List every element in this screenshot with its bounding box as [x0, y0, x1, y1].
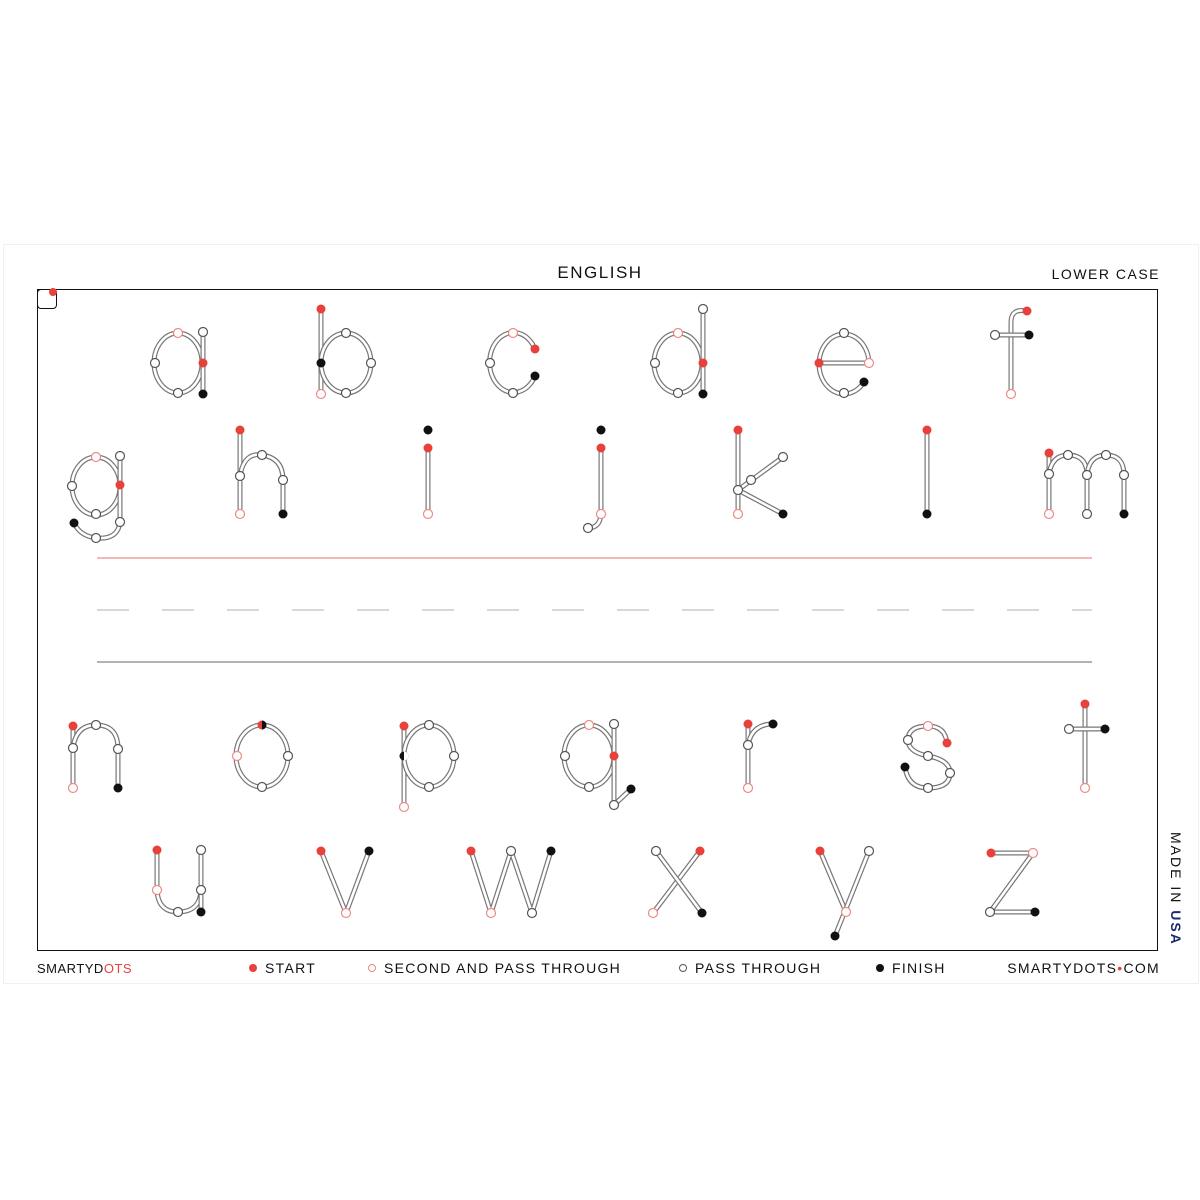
letter-e — [814, 327, 875, 399]
website-label: SMARTYDOTS•COM — [1007, 958, 1160, 978]
tracing-frame — [37, 289, 1158, 951]
letter-s — [900, 720, 956, 794]
letter-t — [1063, 699, 1110, 794]
legend-start-label: START — [265, 960, 317, 976]
letter-u — [151, 844, 207, 918]
letter-f — [989, 306, 1034, 400]
site-suffix: COM — [1123, 960, 1160, 976]
pass-dot-icon — [679, 964, 687, 972]
brand-prefix: SMARTYD — [37, 960, 104, 976]
letter-q — [559, 718, 636, 811]
site-prefix: SMARTYDOTS — [1007, 960, 1118, 976]
made-in-usa-label: MADE IN USA — [1168, 832, 1184, 946]
legend-finish-label: FINISH — [892, 960, 946, 976]
case-label: LOWER CASE — [1051, 266, 1160, 282]
letter-p — [398, 719, 460, 813]
second-dot-icon — [368, 964, 376, 972]
letter-r — [742, 719, 778, 794]
start-dot-icon — [249, 964, 257, 972]
legend-second: SECOND AND PASS THROUGH — [368, 958, 621, 978]
legend-second-label: SECOND AND PASS THROUGH — [384, 960, 622, 976]
page-title: ENGLISH — [557, 263, 643, 282]
letter-w — [466, 845, 556, 919]
letter-a — [149, 326, 209, 399]
legend-start: START — [249, 958, 316, 978]
letter-y — [815, 845, 875, 941]
legend-pass: PASS THROUGH — [679, 958, 821, 978]
letter-l — [922, 425, 932, 519]
legend-finish: FINISH — [876, 958, 946, 978]
made-in-country: USA — [1168, 910, 1184, 946]
letter-d — [649, 303, 709, 399]
letter-x — [647, 845, 707, 919]
letter-k — [732, 425, 789, 520]
letter-n — [67, 719, 124, 794]
letter-m — [1043, 448, 1130, 520]
site-dot: • — [1117, 960, 1124, 976]
letter-h — [234, 425, 289, 520]
letter-o — [231, 720, 294, 793]
brand-accent: OTS — [103, 960, 133, 976]
letter-i — [422, 425, 434, 520]
corner-start-dot — [49, 288, 57, 296]
legend-pass-label: PASS THROUGH — [695, 960, 822, 976]
letter-c — [484, 327, 540, 399]
finish-dot-icon — [876, 964, 884, 972]
letter-z — [984, 847, 1040, 918]
letter-b — [315, 304, 377, 400]
made-in-prefix: MADE IN — [1168, 832, 1184, 911]
letter-j — [582, 425, 607, 534]
letter-v — [316, 846, 374, 919]
letter-g — [66, 450, 126, 544]
